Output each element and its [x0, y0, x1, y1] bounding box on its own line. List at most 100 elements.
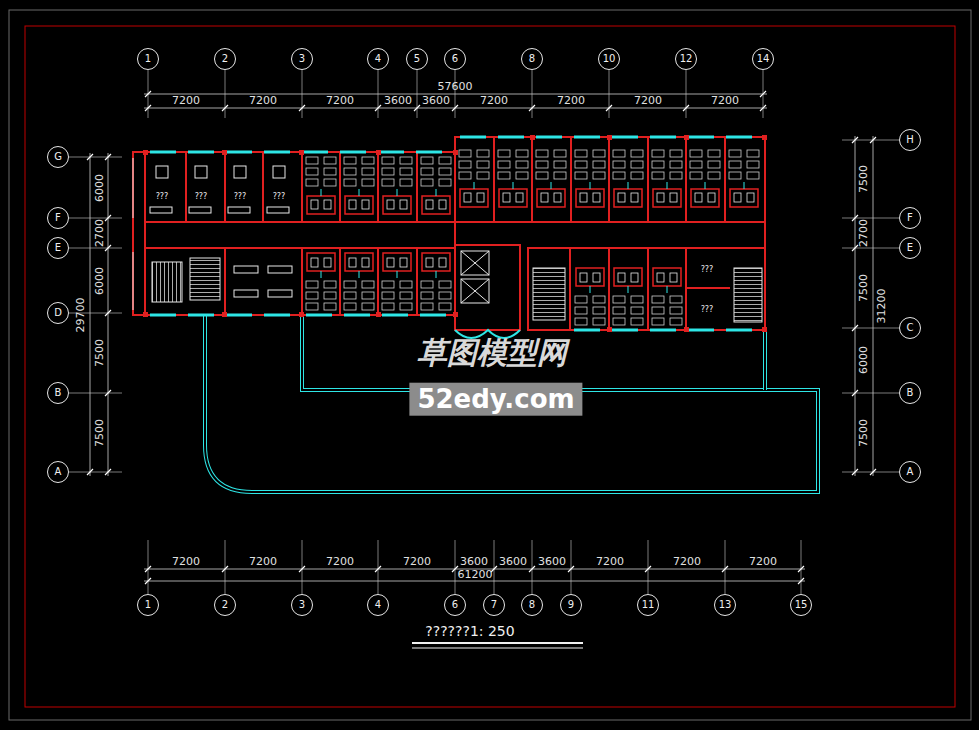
drawing-frame	[9, 10, 971, 720]
dimension-text: 7200	[172, 95, 200, 107]
axis-bubble: 7	[483, 594, 505, 616]
dimension-text: 7200	[249, 556, 277, 568]
dimension-text: 3600	[422, 95, 450, 107]
axis-number: 8	[529, 600, 535, 610]
axis-number: 8	[529, 54, 535, 64]
dimension-text: 3600	[384, 95, 412, 107]
dimension-text: 7200	[711, 95, 739, 107]
dimension-text: 3600	[538, 556, 566, 568]
watermark: 草图模型网	[417, 336, 567, 369]
dimension-text: 7200	[480, 95, 508, 107]
axis-bubble: 1	[137, 48, 159, 70]
axis-number: F	[907, 213, 913, 223]
axis-number: 1	[145, 600, 151, 610]
dimension-text: 57600	[438, 81, 473, 93]
axis-number: 2	[222, 54, 228, 64]
axis-number: 4	[375, 54, 381, 64]
podium-outline	[205, 315, 818, 492]
dimension-text: 7200	[326, 95, 354, 107]
axis-bubble: B	[47, 382, 69, 404]
dimension-text: 2700	[858, 219, 870, 247]
axis-number: 9	[568, 600, 574, 610]
dimension-text: 7200	[403, 556, 431, 568]
axis-bubble: A	[899, 461, 921, 483]
dimension-text: 7200	[634, 95, 662, 107]
axis-number: 3	[299, 600, 305, 610]
dimension-text: 6000	[94, 174, 106, 202]
axis-bubble: E	[47, 237, 69, 259]
axis-bubble: 6	[444, 48, 466, 70]
axis-number: 6	[452, 600, 458, 610]
dimension-text: 7200	[749, 556, 777, 568]
dimension-text: 3600	[499, 556, 527, 568]
windows	[133, 137, 762, 338]
axis-number: F	[55, 213, 61, 223]
dimension-text: 7200	[596, 556, 624, 568]
axis-bubble: 3	[291, 594, 313, 616]
dimension-text: 2700	[94, 219, 106, 247]
axis-number: C	[907, 323, 914, 333]
axis-bubble: 10	[598, 48, 620, 70]
dimension-text: 7200	[249, 95, 277, 107]
axis-number: 14	[757, 54, 770, 64]
watermark: 52edy.com	[409, 383, 582, 416]
dimension-text: 7500	[94, 419, 106, 447]
axis-number: 4	[375, 600, 381, 610]
dimension-text: 7200	[557, 95, 585, 107]
axis-number: A	[55, 467, 62, 477]
axis-bubble: 8	[521, 48, 543, 70]
axis-bubble: F	[899, 207, 921, 229]
axis-number: 1	[145, 54, 151, 64]
drawing-title: ??????1: 250	[425, 624, 514, 639]
dimension-text: 7500	[858, 419, 870, 447]
axis-bubble: 15	[790, 594, 812, 616]
room-name: ???	[700, 306, 715, 315]
axis-number: B	[55, 388, 62, 398]
dimension-text: 29700	[75, 298, 87, 333]
axis-number: 7	[491, 600, 497, 610]
elevator-shafts	[461, 251, 489, 303]
axis-number: D	[54, 308, 62, 318]
dimension-text: 6000	[858, 346, 870, 374]
axis-number: G	[54, 152, 62, 162]
dimension-text: 6000	[94, 267, 106, 295]
axis-bubble: 12	[675, 48, 697, 70]
room-name: ???	[155, 193, 170, 202]
axis-bubble: 2	[214, 48, 236, 70]
dimension-text: 7500	[94, 339, 106, 367]
axis-number: 12	[680, 54, 693, 64]
axis-bubble: G	[47, 146, 69, 168]
dimension-text: 3600	[460, 556, 488, 568]
room-name: ???	[194, 193, 209, 202]
axis-bubble: A	[47, 461, 69, 483]
grid-leaders	[69, 70, 899, 594]
axis-bubble: D	[47, 302, 69, 324]
room-name: ???	[233, 193, 248, 202]
room-name: ???	[272, 193, 287, 202]
dimension-lines	[90, 94, 873, 581]
axis-bubble: H	[899, 129, 921, 151]
dimension-text: 61200	[458, 569, 493, 581]
axis-bubble: 3	[291, 48, 313, 70]
dimension-text: 7500	[858, 274, 870, 302]
dimension-text: 7200	[673, 556, 701, 568]
axis-number: 3	[299, 54, 305, 64]
axis-number: A	[907, 467, 914, 477]
axis-number: 10	[603, 54, 616, 64]
dimension-text: 31200	[876, 289, 888, 324]
axis-bubble: 13	[714, 594, 736, 616]
axis-number: B	[907, 388, 914, 398]
axis-number: 15	[795, 600, 808, 610]
columns	[143, 135, 767, 332]
axis-bubble: 14	[752, 48, 774, 70]
title-underline	[412, 643, 583, 648]
axis-number: E	[55, 243, 61, 253]
axis-number: H	[906, 135, 914, 145]
axis-number: 2	[222, 600, 228, 610]
axis-number: 6	[452, 54, 458, 64]
axis-bubble: 5	[406, 48, 428, 70]
axis-bubble: C	[899, 317, 921, 339]
axis-bubble: 6	[444, 594, 466, 616]
axis-bubble: F	[47, 207, 69, 229]
